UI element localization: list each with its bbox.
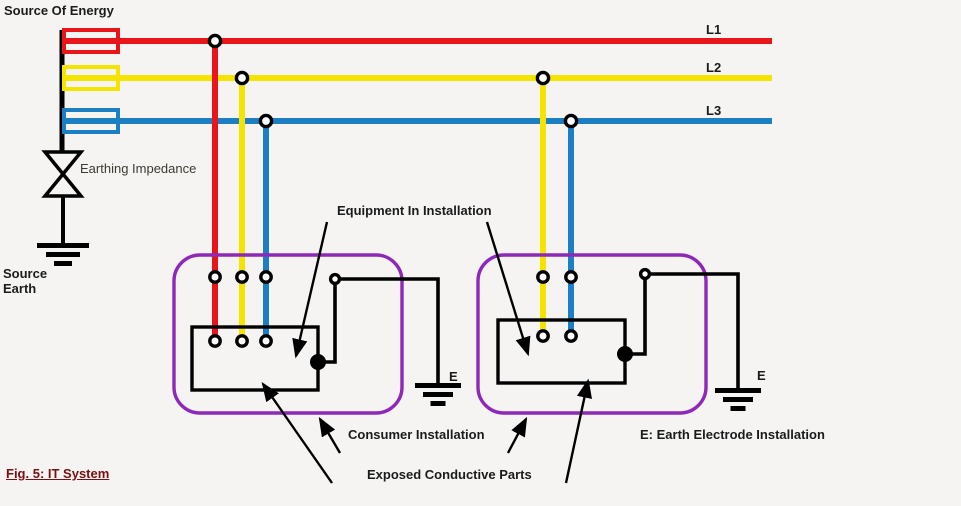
figure-caption: Fig. 5: IT System <box>6 466 110 481</box>
installation-2-protective-earth-conductor <box>625 272 740 388</box>
installation-2-electrode-bar-3 <box>730 406 746 411</box>
installation-2: E <box>476 78 766 415</box>
installation-2-equipment-terminal-1 <box>536 329 550 343</box>
source-earth: Source Earth <box>3 266 48 296</box>
bus-tap-l3-3 <box>258 113 274 129</box>
consumer-installation-leader-2 <box>506 416 528 454</box>
installation-1-enclosure-terminal-2-ring <box>235 270 249 284</box>
installation-2-electrode-bar-2 <box>723 397 753 402</box>
installation-1-enclosure-terminal-1 <box>208 270 222 284</box>
source-winding-l2 <box>62 65 120 91</box>
installation-2-exposed-conductive-part-node <box>617 346 633 362</box>
bus-tap-l2-4-ring <box>535 70 551 86</box>
bus-label-l1: L1 <box>706 22 721 37</box>
installation-1-equipment-terminal-3-ring <box>259 334 273 348</box>
equipment-in-installation-label: Equipment In Installation <box>337 203 492 218</box>
installation-1-earth-mark-label: E <box>449 369 458 384</box>
source-winding-l3 <box>62 108 120 134</box>
bus-tap-l1-1-ring <box>207 33 223 49</box>
installation-1-enclosure-terminal-2 <box>235 270 249 284</box>
earthing-impedance-lower-triangle <box>41 171 85 198</box>
installation-1-consumer-enclosure[interactable] <box>172 253 404 415</box>
installation-1-electrode-bar-1 <box>415 383 461 388</box>
installation-1-electrode-bar-3 <box>430 401 446 406</box>
installation-2-earth-terminal <box>638 267 652 281</box>
installation-2-earth-mark-label: E <box>757 368 766 383</box>
earth-electrode-legend-label: E: Earth Electrode Installation <box>640 427 825 442</box>
exposed-conductive-parts-label: Exposed Conductive Parts <box>367 467 532 482</box>
earthing-impedance-upper-triangle <box>41 150 85 177</box>
equipment-in-installation-leader-2 <box>485 221 531 357</box>
installation-1-enclosure-terminal-1-ring <box>208 270 222 284</box>
bus-label-l2: L2 <box>706 60 721 75</box>
installation-2-consumer-enclosure[interactable] <box>476 253 708 415</box>
source-winding-l1 <box>62 28 120 54</box>
bus-tap-l2-4 <box>535 70 551 86</box>
installation-1-earth-terminal <box>328 272 342 286</box>
equipment-in-installation-leader-1 <box>292 221 329 359</box>
installation-1-equipment-terminal-2 <box>235 334 249 348</box>
source-earth-bar-1 <box>37 243 89 248</box>
installation-1-exposed-conductive-part-node <box>310 354 326 370</box>
exposed-conductive-parts-leader-2 <box>564 378 592 484</box>
installation-1-enclosure-terminal-3 <box>259 270 273 284</box>
installation-1-equipment-terminal-2-ring <box>235 334 249 348</box>
bus-tap-terminals-group <box>207 33 579 129</box>
installation-1: E <box>172 41 461 415</box>
installation-1-earth-terminal-ring <box>328 272 342 286</box>
installation-1-protective-earth-conductor <box>318 277 440 383</box>
installation-2-earth-terminal-ring <box>638 267 652 281</box>
installation-1-electrode-bar-2 <box>423 392 453 397</box>
installation-2-electrode-bar-1 <box>715 388 761 393</box>
bus-tap-l3-3-ring <box>258 113 274 129</box>
consumer-installation-label: Consumer Installation <box>348 427 485 442</box>
installation-1-equipment-terminal-1 <box>208 334 222 348</box>
bus-tap-l3-5 <box>563 113 579 129</box>
installation-2-enclosure-terminal-1 <box>536 270 550 284</box>
source-of-energy: Source Of Energy <box>4 3 114 18</box>
bus-tap-l1-1 <box>207 33 223 49</box>
installation-1-equipment-terminal-1-ring <box>208 334 222 348</box>
bus-label-l3: L3 <box>706 103 721 118</box>
installation-1-enclosure-terminal-3-ring <box>259 270 273 284</box>
consumer-installation-leader-1 <box>318 416 342 454</box>
source-earth-bar-3 <box>54 261 72 266</box>
bus-tap-l3-5-ring <box>563 113 579 129</box>
source-of-energy-group <box>37 28 120 266</box>
installation-2-equipment-terminal-2 <box>564 329 578 343</box>
source-earth-bar-2 <box>46 252 80 257</box>
installation-2-enclosure-terminal-1-ring <box>536 270 550 284</box>
installation-2-equipment-terminal-1-ring <box>536 329 550 343</box>
bus-tap-l2-2-ring <box>234 70 250 86</box>
installation-1-equipment-terminal-3 <box>259 334 273 348</box>
installation-2-equipment-terminal-2-ring <box>564 329 578 343</box>
exposed-conductive-parts-leader-1 <box>261 382 333 484</box>
earthing-impedance: Earthing Impedance <box>80 161 197 176</box>
annotation-leaders-group <box>261 221 592 484</box>
installation-2-enclosure-terminal-2 <box>564 270 578 284</box>
bus-tap-l2-2 <box>234 70 250 86</box>
installation-2-enclosure-terminal-2-ring <box>564 270 578 284</box>
installation-2-equipment-box[interactable] <box>496 318 627 385</box>
